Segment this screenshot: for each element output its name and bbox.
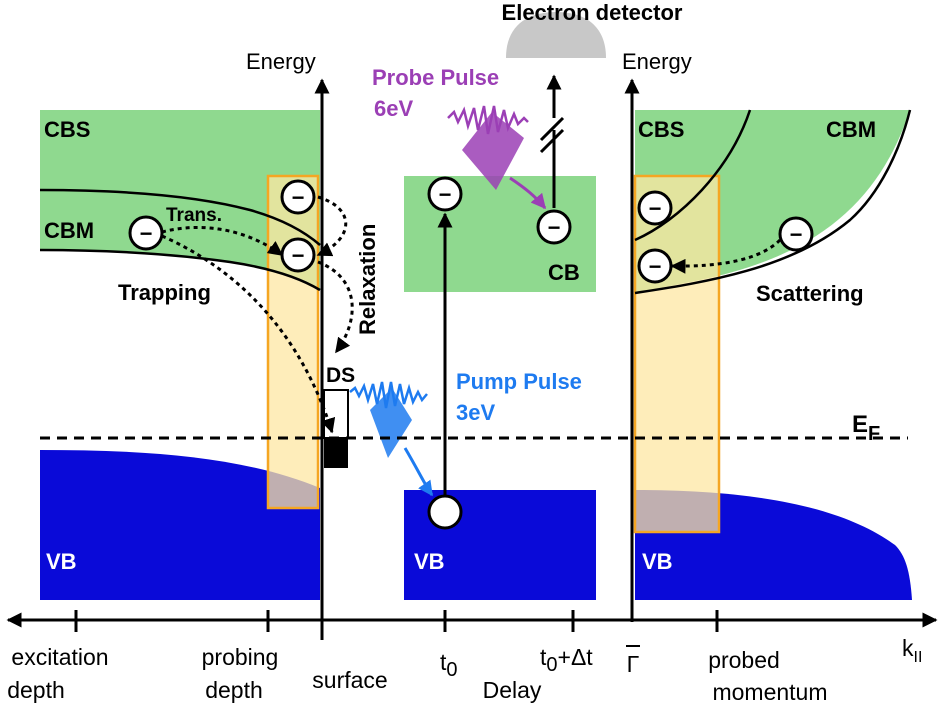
middle-cb-label: CB [548,260,580,285]
probing-depth-label-2: depth [205,677,263,703]
excitation-depth-label-1: excitation [11,644,108,670]
trans-label: Trans. [166,205,222,226]
svg-text:−: − [548,215,561,240]
right-cbm-curve [634,109,912,295]
right-probing-window [633,174,721,534]
left-cbs-label: CBS [44,117,90,142]
electron-photoemitted: − [536,209,572,245]
scattering-label: Scattering [756,281,864,306]
svg-text:−: − [292,185,305,210]
scattering-arrow [670,238,782,274]
electron-left-lower: − [280,237,316,273]
defect-state-empty [323,389,349,439]
right-cbs-label: CBS [638,117,684,142]
pump-pulse-wave [349,381,434,497]
pump-energy-label: 3eV [456,400,495,425]
svg-text:−: − [649,254,662,279]
t0-label: t0 [440,649,458,681]
k-parallel-label: kII [902,635,922,666]
left-energy-label: Energy [246,49,316,74]
left-cbs-curve [39,188,321,246]
t0-dt-label: t0+Δt [540,644,593,676]
electron-detector-label: Electron detector [502,0,683,25]
electron-excited: − [427,176,463,212]
left-conduction-band [40,110,320,290]
probe-pulse-wave [447,105,547,210]
left-probing-window [266,174,320,510]
svg-text:−: − [439,182,452,207]
probe-energy-label: 6eV [374,96,413,121]
ds-label: DS [326,364,355,387]
probed-momentum-label-2: momentum [712,679,827,705]
electron-detector [506,12,606,58]
right-vb-label: VB [642,549,673,574]
excitation-depth-label-2: depth [7,677,65,703]
electron-right-upper: − [637,190,673,226]
left-valence-band [40,450,320,600]
probed-momentum-label-1: probed [708,647,780,673]
svg-text:−: − [292,243,305,268]
hole [427,494,463,530]
probing-depth-label-1: probing [202,644,279,670]
pump-pulse-label: Pump Pulse [456,369,582,394]
delay-label: Delay [483,677,542,703]
relaxation-label: Relaxation [355,224,380,335]
surface-label: surface [312,667,387,693]
electron-right-lower: − [637,248,673,284]
probe-pulse-label: Probe Pulse [372,65,499,90]
right-cbs-curve [634,109,752,242]
electron-left-cbm: − [128,215,164,251]
middle-vb-label: VB [414,549,445,574]
svg-text:−: − [649,196,662,221]
left-cbm-label: CBM [44,218,94,243]
svg-text:−: − [790,222,803,247]
electron-right-cbm: − [778,216,814,252]
axis-break-1 [539,116,565,142]
gamma-label: Γ [627,651,640,677]
left-vb-label: VB [46,549,77,574]
axis-break-2 [539,128,565,154]
fermi-level-label: EF [852,411,880,445]
trapping-label: Trapping [118,280,211,305]
svg-text:−: − [140,221,153,246]
right-energy-label: Energy [622,49,692,74]
relaxation-arrow-1 [316,195,348,257]
left-cbm-curve [39,248,321,292]
electron-left-upper: − [280,179,316,215]
right-cbm-label: CBM [826,117,876,142]
defect-state-filled [324,438,348,468]
